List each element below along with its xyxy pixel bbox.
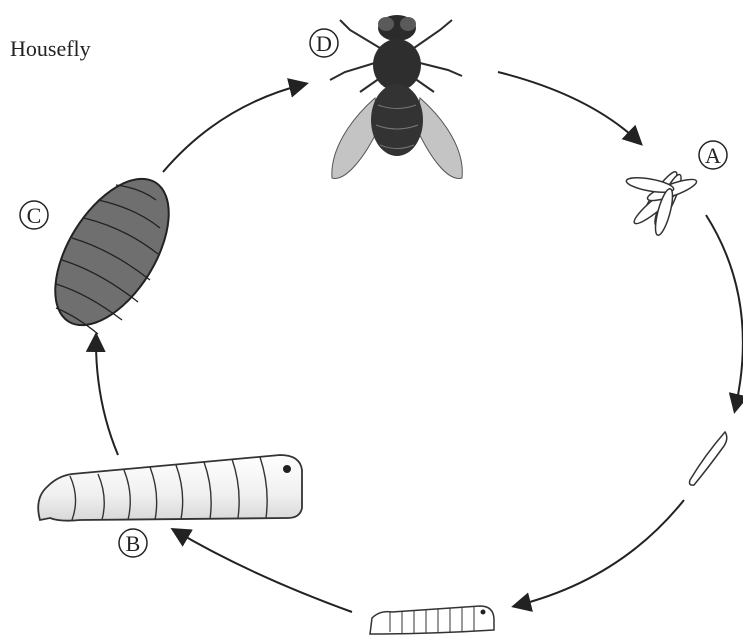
arrow-c-to-d	[163, 84, 305, 172]
pupa	[32, 160, 192, 345]
label-a: A	[699, 141, 727, 169]
fly-right-wing	[415, 98, 462, 178]
fly-thorax	[373, 39, 421, 91]
label-c: C	[20, 201, 48, 229]
small-larva	[370, 606, 494, 634]
label-b: B	[119, 529, 147, 557]
label-c-text: C	[27, 203, 42, 228]
eggs	[625, 169, 698, 237]
arrow-small-larva-to-b	[174, 530, 352, 612]
label-d: D	[310, 29, 338, 57]
young-larva	[690, 432, 727, 485]
arrow-a-to-larva	[706, 215, 743, 410]
mature-larva	[38, 455, 302, 521]
arrow-b-to-c	[96, 336, 118, 455]
label-a-text: A	[705, 143, 721, 168]
arrow-larva-to-small-larva	[515, 500, 684, 606]
label-b-text: B	[126, 531, 141, 556]
adult-fly	[330, 15, 462, 178]
arrow-d-to-a	[498, 72, 640, 143]
fly-abdomen	[371, 84, 423, 156]
cycle-arrows	[96, 72, 743, 612]
label-d-text: D	[316, 31, 332, 56]
